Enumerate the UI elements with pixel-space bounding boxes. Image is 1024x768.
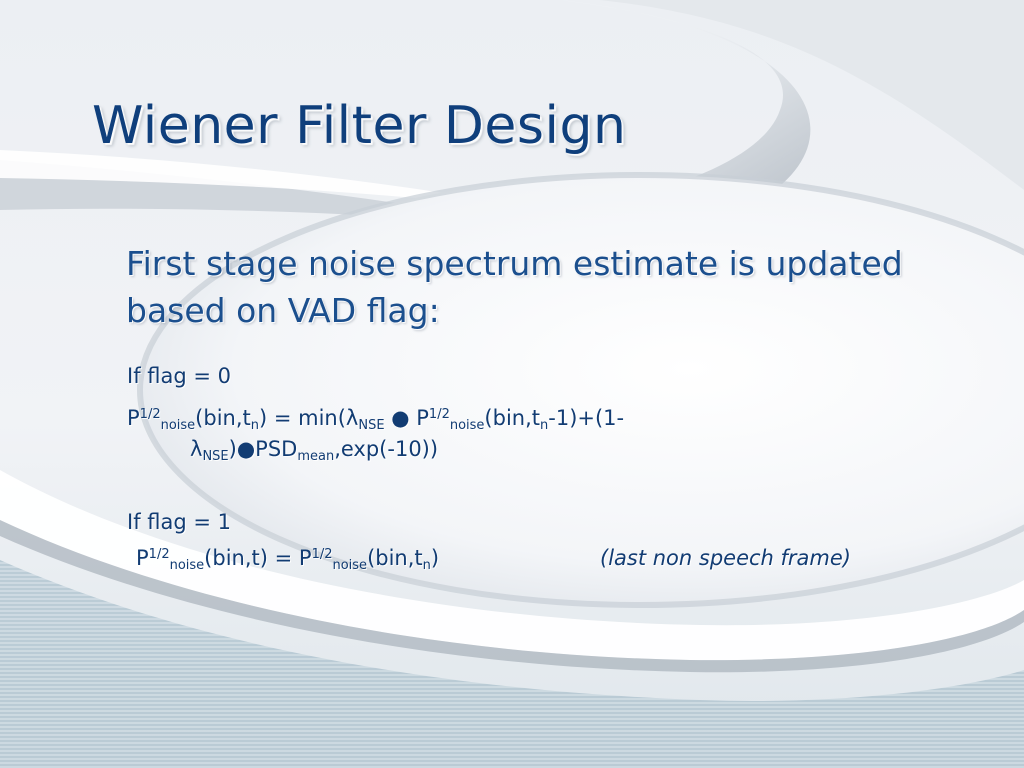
equation-segment: ● P xyxy=(384,406,429,430)
equation-flag-1: P1/2noise(bin,t) = P1/2noise(bin,tn) xyxy=(136,546,439,573)
equation-segment: mean xyxy=(297,449,335,464)
equation-segment: (bin,t xyxy=(367,546,423,570)
equation-segment: noise xyxy=(332,558,368,573)
slide-heading: First stage noise spectrum estimate is u… xyxy=(126,244,903,330)
equation-segment: (bin,t xyxy=(195,406,251,430)
equation-segment: ,exp(-10)) xyxy=(334,437,439,461)
slide-title: Wiener Filter Design xyxy=(92,96,627,156)
equation-segment: P xyxy=(136,546,149,570)
equation-segment: (bin,t xyxy=(484,406,540,430)
equation-segment: 1/2 xyxy=(148,547,170,562)
equation-segment: )●PSD xyxy=(228,437,298,461)
equation-segment: n xyxy=(540,418,549,433)
equation-segment: ) xyxy=(430,546,440,570)
equation-segment: P xyxy=(127,406,140,430)
equation-segment: ) = min(λ xyxy=(259,406,359,430)
condition-flag-0: If flag = 0 xyxy=(127,364,231,388)
equation-segment: 1/2 xyxy=(311,547,333,562)
equation-segment: NSE xyxy=(202,449,229,464)
equation-segment: noise xyxy=(169,558,205,573)
equation-segment: n xyxy=(422,558,431,573)
equation-segment: noise xyxy=(449,418,485,433)
equation-flag-0-line-1: P1/2noise(bin,tn) = min(λNSE ● P1/2noise… xyxy=(127,406,624,433)
equation-flag-0-line-2: λNSE)●PSDmean,exp(-10)) xyxy=(190,437,438,464)
equation-segment: 1/2 xyxy=(428,407,450,422)
condition-flag-1: If flag = 1 xyxy=(127,510,231,534)
equation-segment: -1)+(1- xyxy=(548,406,625,430)
equation-segment: noise xyxy=(160,418,196,433)
equation-segment: n xyxy=(250,418,259,433)
equation-segment: λ xyxy=(190,437,203,461)
equation-segment: 1/2 xyxy=(139,407,161,422)
equation-segment: NSE xyxy=(358,418,385,433)
equation-note: (last non speech frame) xyxy=(600,546,851,570)
equation-segment: (bin,t) = P xyxy=(204,546,312,570)
